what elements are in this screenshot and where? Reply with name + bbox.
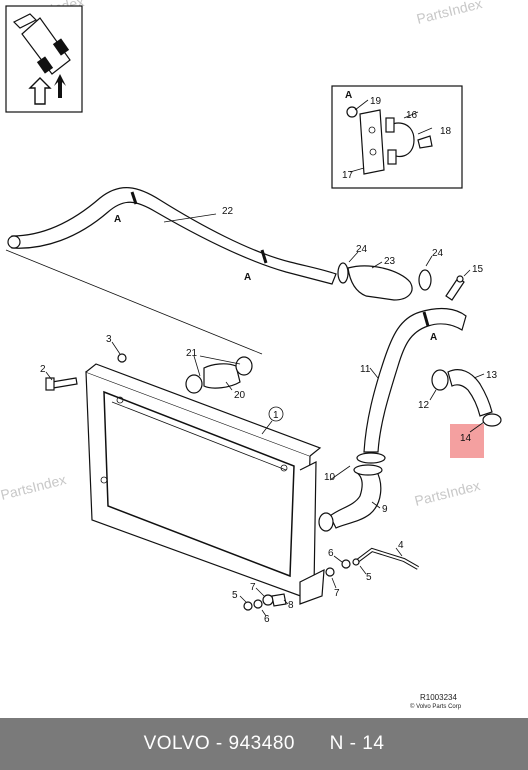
callout-6: 6 [328, 548, 334, 559]
callout-1-circle [268, 406, 284, 422]
footer-brand: VOLVO [143, 733, 211, 754]
callout-24: 24 [432, 248, 444, 259]
footer-bar: VOLVO - 943480 N - 14 [0, 718, 528, 770]
nut-5 [352, 558, 360, 566]
callout-7: 7 [250, 582, 256, 593]
callout-5: 5 [366, 572, 372, 583]
callout-12: 12 [418, 400, 430, 411]
hose-11 [356, 307, 467, 464]
hose-22 [7, 187, 337, 285]
callout-22: 22 [222, 206, 234, 217]
callout-11: 11 [360, 364, 371, 375]
footer-gap [295, 733, 330, 755]
highlight-box [450, 424, 484, 458]
callout-6: 6 [264, 614, 270, 625]
callout-8: 8 [288, 600, 294, 611]
callout-17: 17 [342, 170, 354, 181]
footer-position: N - 14 [329, 733, 385, 754]
hose-20 [185, 356, 253, 394]
section-mark: A [430, 332, 437, 343]
bolt-2 [45, 377, 78, 391]
callout-24: 24 [356, 244, 368, 255]
section-mark: A [114, 214, 121, 225]
callout-13: 13 [486, 370, 498, 381]
callout-7: 7 [334, 588, 340, 599]
radiator-1 [85, 363, 325, 605]
watermark: PartsIndex [415, 0, 484, 27]
callout-5: 5 [232, 590, 238, 601]
callout-2: 2 [40, 364, 46, 375]
callout-3: 3 [106, 334, 112, 345]
pipe-4 [354, 547, 419, 570]
callout-4: 4 [398, 540, 404, 551]
watermark: PartsIndex [0, 471, 68, 503]
hose-9 [318, 464, 383, 532]
section-mark-inset: A [345, 90, 352, 101]
detail-inset-a [331, 85, 463, 189]
callout-15: 15 [472, 264, 484, 275]
hose-13 [431, 369, 502, 427]
fastener-group [243, 593, 287, 611]
parts-diagram: PartsIndex PartsIndex PartsIndex PartsIn… [0, 0, 502, 710]
callout-10: 10 [324, 472, 336, 483]
callout-19: 19 [370, 96, 382, 107]
callout-18: 18 [440, 126, 452, 137]
nut-3 [117, 353, 127, 363]
sensor-15 [445, 275, 465, 301]
footer-part-number: 943480 [228, 733, 295, 754]
hose-23 [337, 262, 432, 301]
reference-code: R1003234 [420, 693, 457, 702]
callout-21: 21 [186, 348, 198, 359]
watermark: PartsIndex [413, 477, 482, 509]
callout-9: 9 [382, 504, 388, 515]
footer-separator: - [210, 733, 229, 754]
nut-6 [341, 559, 351, 569]
orientation-inset [5, 5, 83, 113]
nut-7 [325, 567, 335, 577]
section-mark: A [244, 272, 251, 283]
callout-16: 16 [406, 110, 418, 121]
copyright: © Volvo Parts Corp [410, 703, 462, 710]
callout-1: 1 [273, 410, 279, 421]
callout-23: 23 [384, 256, 396, 267]
callout-14: 14 [460, 433, 472, 444]
callout-20: 20 [234, 390, 246, 401]
